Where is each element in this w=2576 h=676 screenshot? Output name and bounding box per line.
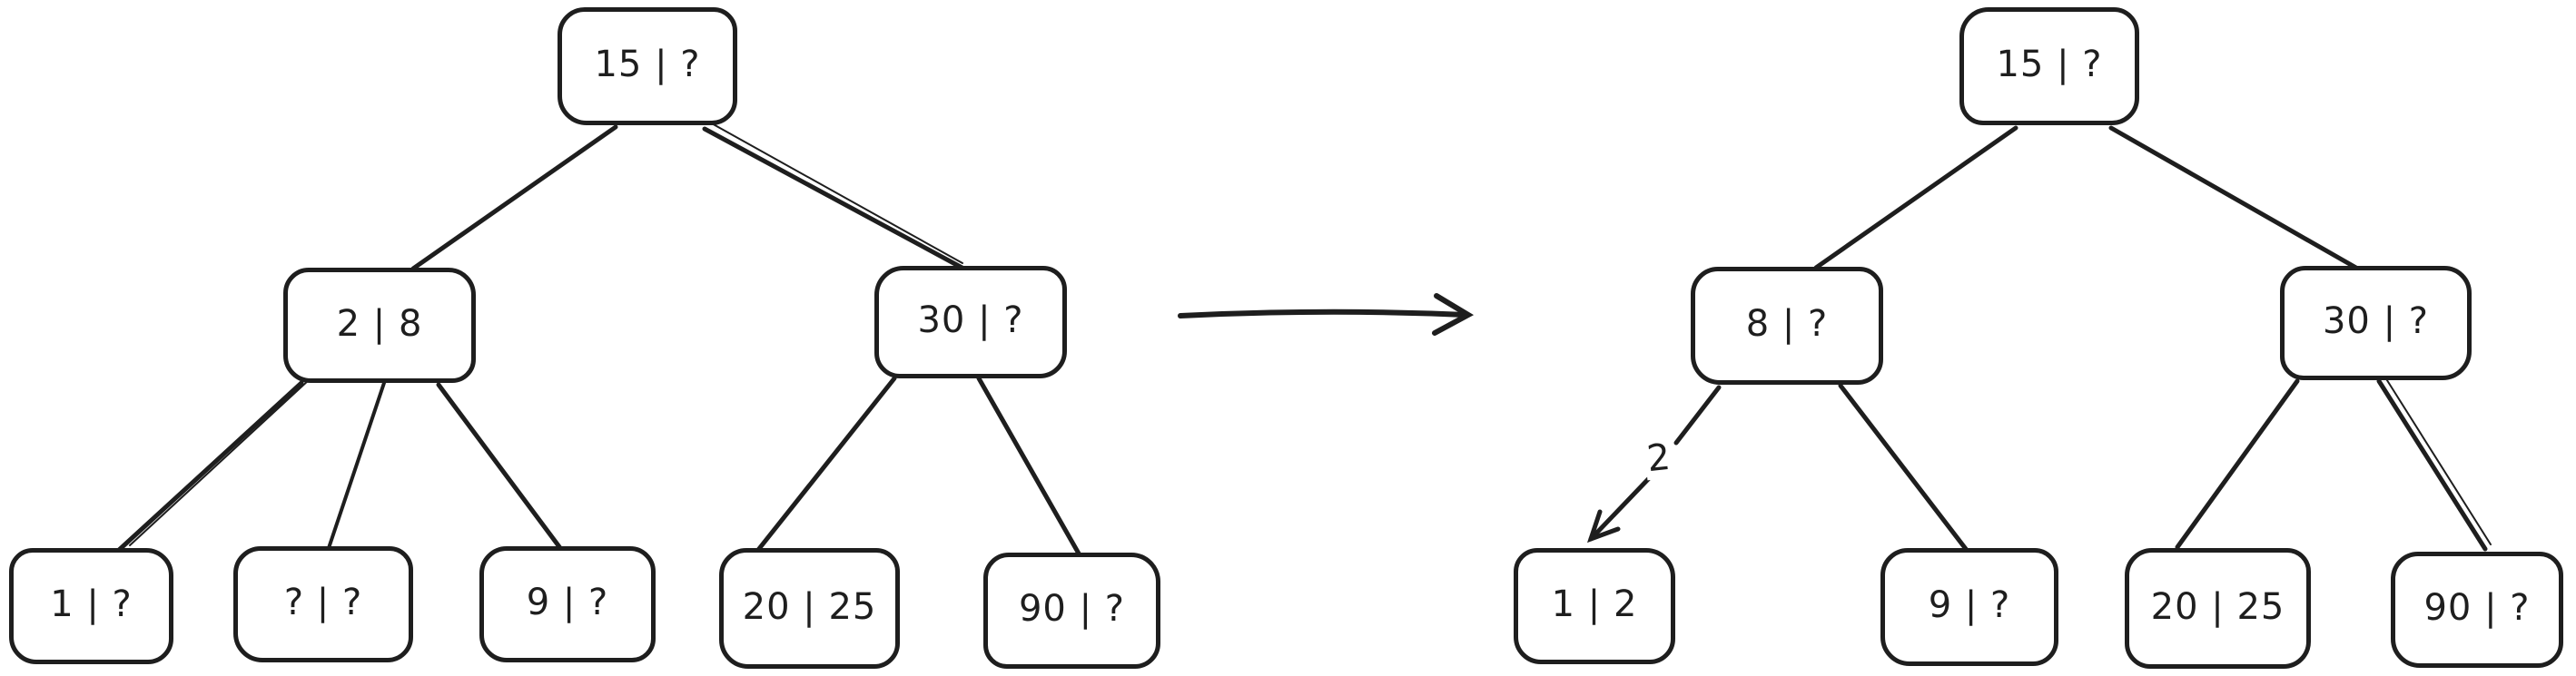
edge-after-left-to-leaf2 bbox=[1838, 383, 1969, 552]
node-label: 90 | ? bbox=[1018, 588, 1126, 630]
before-tree-node-leaf5: 90 | ? bbox=[983, 553, 1160, 669]
edge-before-left-to-leaf2 bbox=[327, 381, 386, 550]
after-tree-node-leaf3: 20 | 25 bbox=[2125, 548, 2311, 669]
edge-after-right-to-leaf4 bbox=[2376, 378, 2488, 552]
edge-before-right-to-leaf4 bbox=[755, 376, 897, 553]
before-tree-node-leaf3: 9 | ? bbox=[479, 546, 656, 662]
after-tree-node-leaf1: 1 | 2 bbox=[1514, 548, 1675, 664]
node-label: 20 | 25 bbox=[2150, 585, 2285, 628]
edge-before-root-to-right bbox=[702, 126, 970, 273]
node-label: 8 | ? bbox=[1745, 303, 1829, 345]
node-label: 30 | ? bbox=[2322, 300, 2430, 342]
before-tree-node-left: 2 | 8 bbox=[283, 268, 476, 383]
node-label: 30 | ? bbox=[917, 299, 1024, 341]
before-tree-node-right: 30 | ? bbox=[874, 266, 1067, 378]
after-tree-node-left: 8 | ? bbox=[1691, 267, 1883, 385]
after-tree-node-leaf4: 90 | ? bbox=[2391, 552, 2563, 668]
edge-after-right-to-leaf4-sketch bbox=[2384, 377, 2492, 545]
node-label: 1 | 2 bbox=[1551, 583, 1638, 625]
edge-weight-label: 2 bbox=[1643, 436, 1674, 481]
edge-after-left-to-leaf1-lower bbox=[1588, 472, 1655, 542]
node-label: 9 | ? bbox=[1928, 584, 2011, 626]
edge-before-root-to-left bbox=[410, 124, 618, 271]
before-tree-node-root: 15 | ? bbox=[558, 7, 737, 125]
before-tree-node-leaf1: 1 | ? bbox=[9, 548, 173, 664]
node-label: 2 | 8 bbox=[336, 302, 423, 345]
edge-after-right-to-leaf3 bbox=[2175, 378, 2300, 550]
edge-after-root-to-left bbox=[1813, 125, 2018, 270]
after-tree-node-right: 30 | ? bbox=[2280, 266, 2472, 380]
after-tree-node-root: 15 | ? bbox=[1959, 7, 2139, 125]
node-label: 15 | ? bbox=[594, 44, 701, 85]
node-label: 15 | ? bbox=[1996, 44, 2103, 85]
before-tree-node-leaf4: 20 | 25 bbox=[719, 548, 900, 669]
edge-before-left-to-leaf1-sketch bbox=[129, 378, 311, 546]
node-label: 1 | ? bbox=[50, 583, 133, 625]
edge-after-left-to-leaf1-upper bbox=[1673, 385, 1722, 446]
edge-after-root-to-right bbox=[2108, 125, 2364, 273]
node-label: 20 | 25 bbox=[742, 585, 877, 628]
before-tree-node-leaf2: ? | ? bbox=[233, 546, 413, 662]
node-label: 9 | ? bbox=[526, 582, 609, 623]
edge-after-left-to-leaf1-arrowhead-icon bbox=[1586, 509, 1621, 544]
after-tree-node-leaf2: 9 | ? bbox=[1880, 548, 2058, 666]
node-label: ? | ? bbox=[283, 582, 363, 623]
edge-before-root-to-right-sketch bbox=[709, 122, 963, 264]
transform-arrow-shaft bbox=[1178, 309, 1468, 318]
edge-before-right-to-leaf5 bbox=[976, 376, 1081, 556]
edge-before-left-to-leaf3 bbox=[436, 382, 563, 551]
transform-arrow-head-icon bbox=[1432, 293, 1475, 336]
edge-before-left-to-leaf1 bbox=[115, 380, 304, 554]
node-label: 90 | ? bbox=[2423, 587, 2531, 629]
